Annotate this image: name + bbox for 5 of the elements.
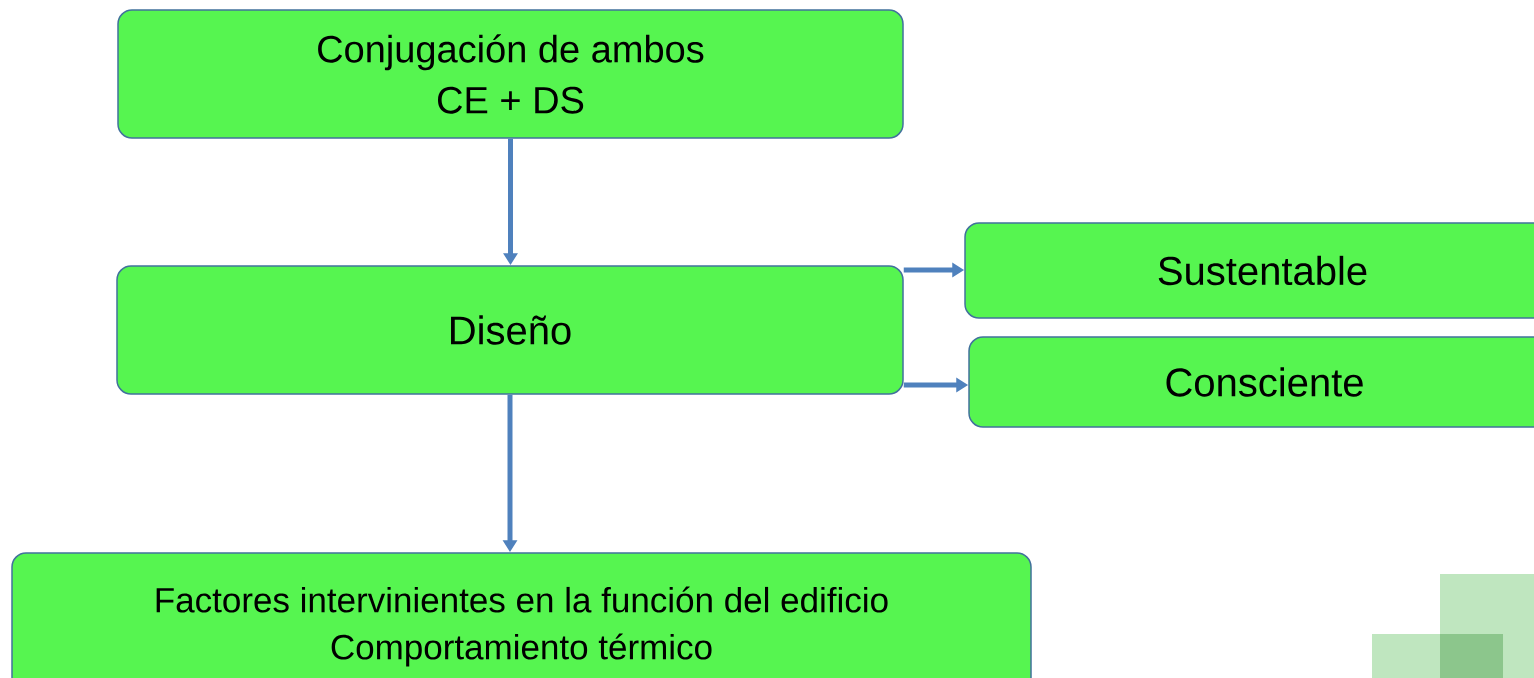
process-box: Sustentable: [964, 222, 1534, 319]
process-box: Diseño: [116, 265, 904, 395]
process-box: Factores intervinientes en la función del edificio Comportamiento térmico: [11, 552, 1032, 678]
process-box: Consciente: [968, 336, 1534, 428]
process-box: Conjugación de ambos CE + DS: [117, 9, 904, 139]
